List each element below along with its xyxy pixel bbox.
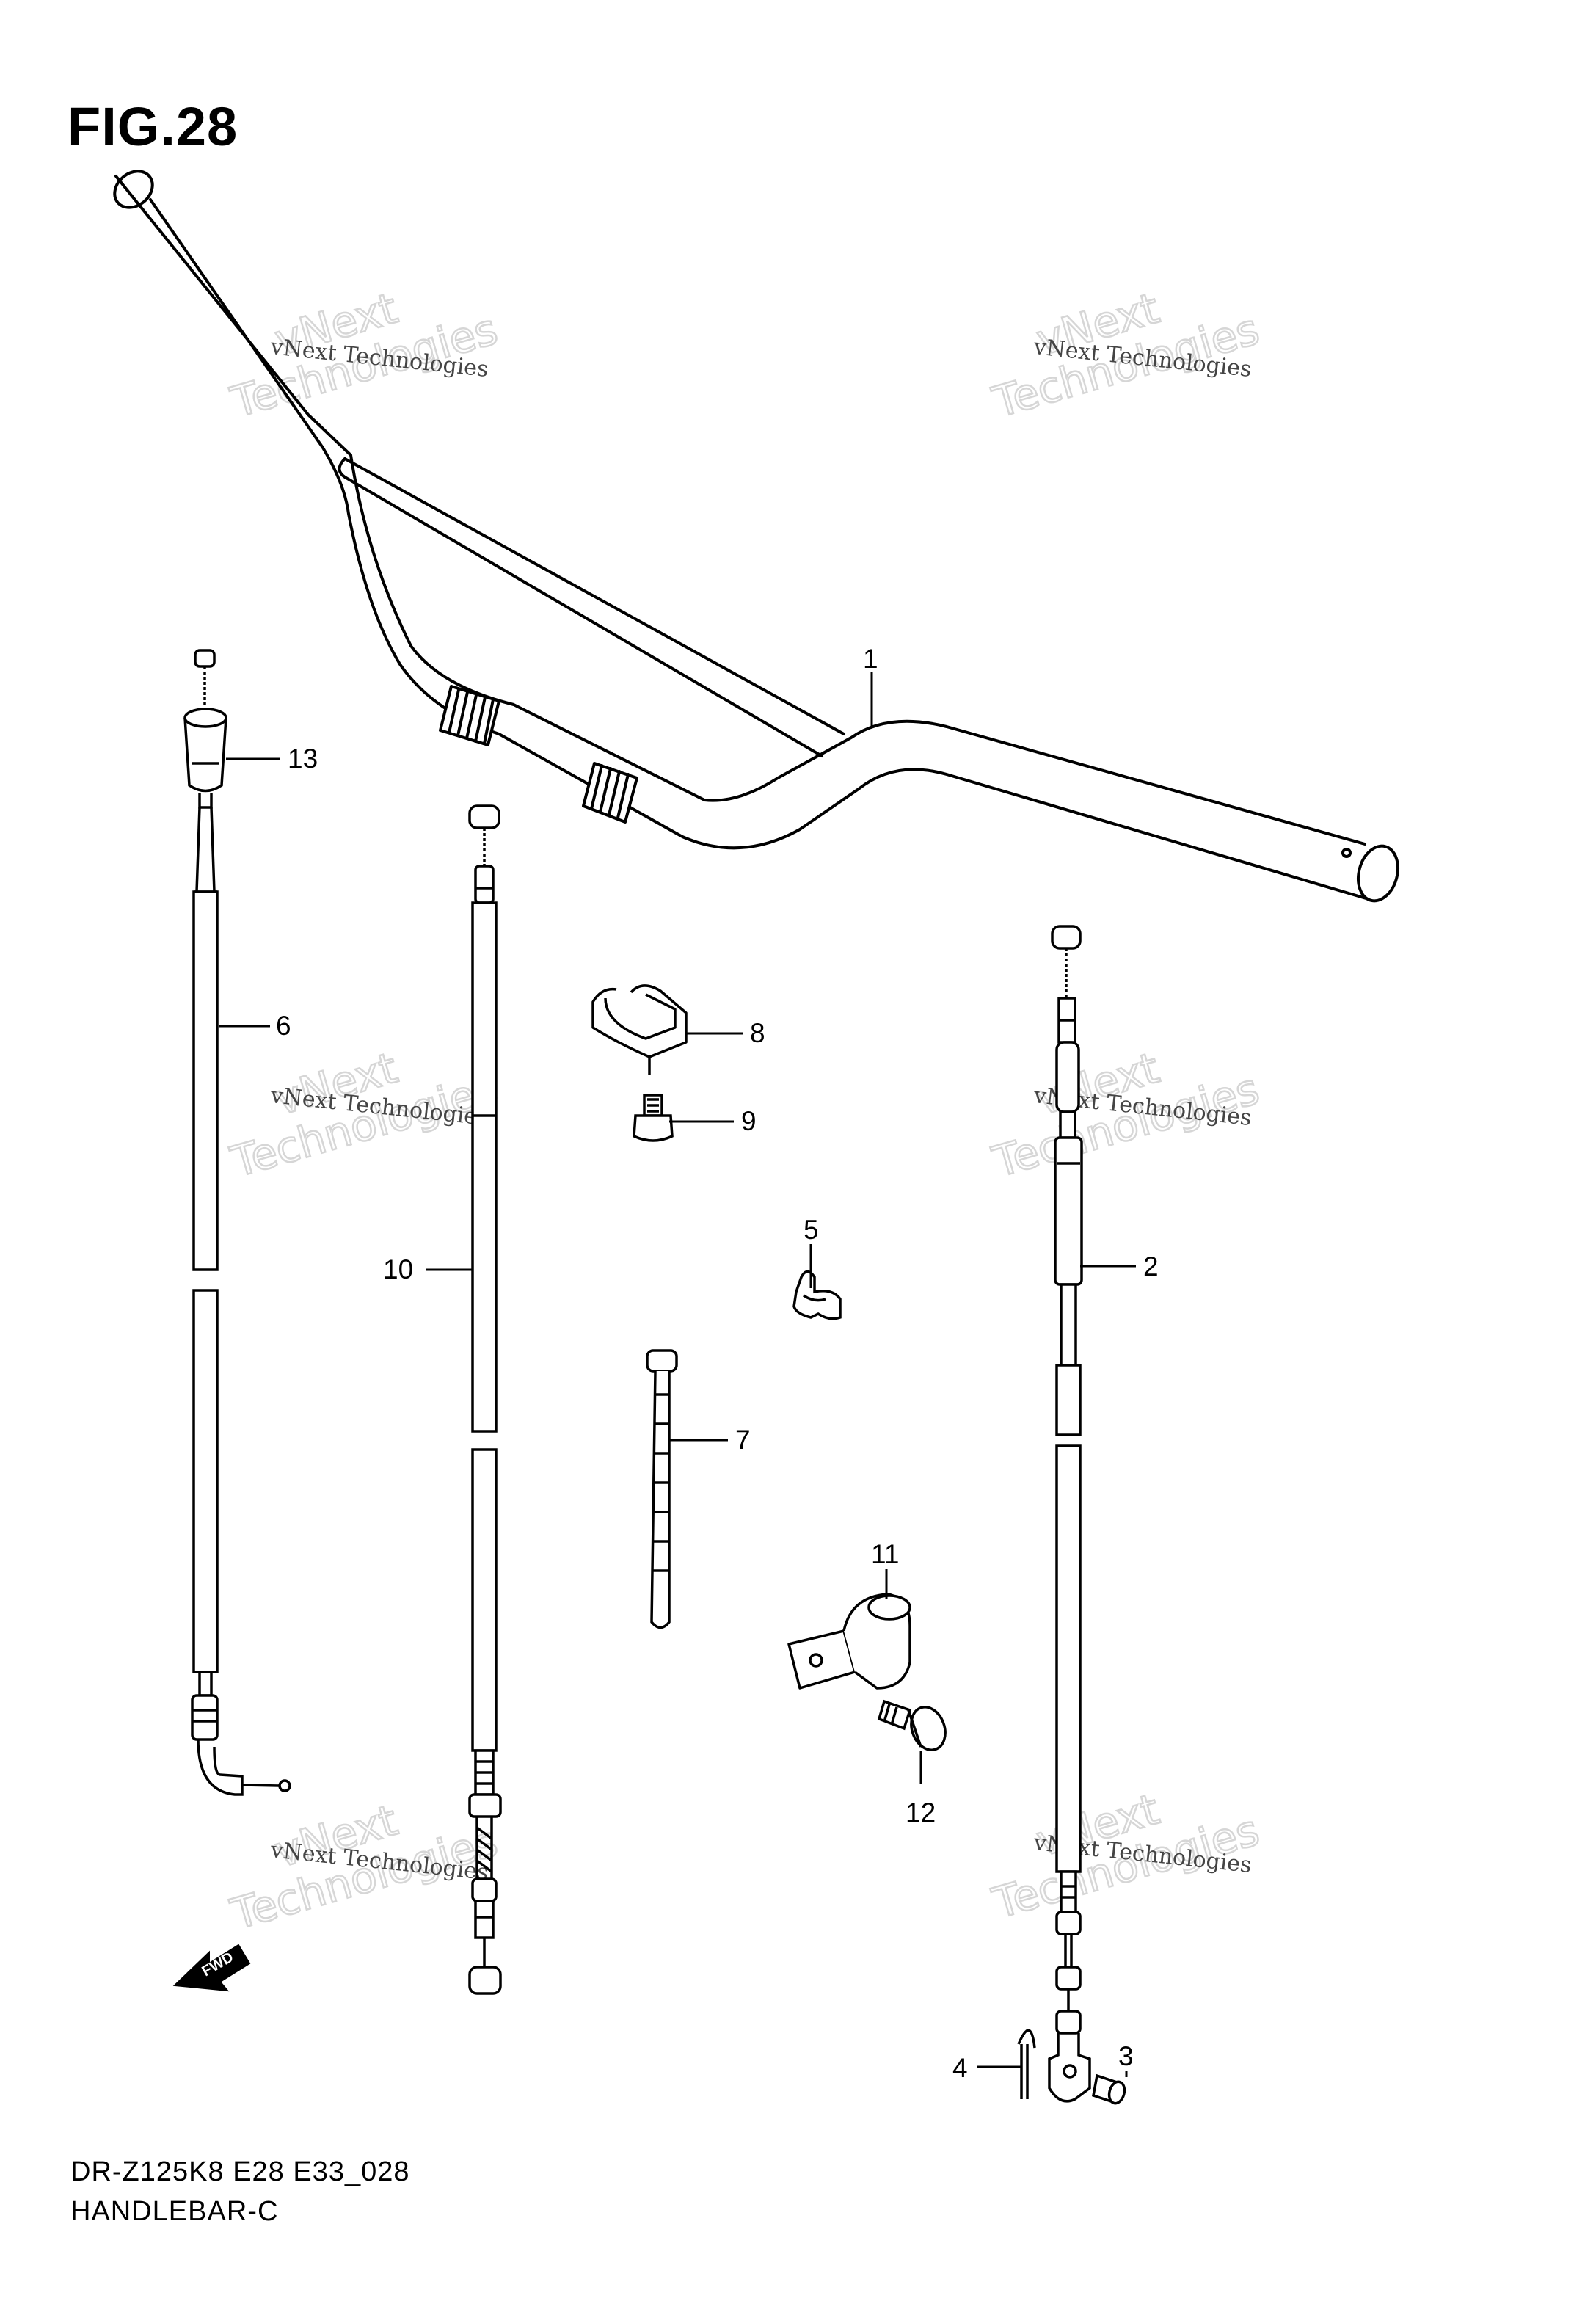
bolt xyxy=(877,1699,947,1751)
callout-9: 9 xyxy=(741,1106,757,1136)
fig-title: FIG.28 xyxy=(68,96,238,157)
knurl-band xyxy=(582,762,638,824)
cable-clamp xyxy=(792,1270,842,1320)
cable-end-cap xyxy=(183,708,227,809)
handlebar xyxy=(113,170,1399,903)
clutch-cable xyxy=(468,804,502,1995)
front-brake-cable xyxy=(1048,925,1091,2103)
callout-13: 13 xyxy=(288,744,318,774)
callout-10: 10 xyxy=(383,1254,413,1284)
pin xyxy=(1092,2073,1126,2105)
callout-11: 11 xyxy=(871,1539,899,1569)
callout-7: 7 xyxy=(735,1425,751,1455)
model-code: DR-Z125K8 E28 E33_028 xyxy=(70,2156,410,2187)
wire-guide xyxy=(591,984,688,1075)
fwd-arrow-icon: FWD xyxy=(172,1944,251,1992)
callout-5: 5 xyxy=(804,1215,819,1245)
bolt xyxy=(633,1094,674,1142)
callout-labels: 1 2 3 4 5 6 7 8 9 10 11 12 13 xyxy=(276,644,1159,2083)
watermark-group: vNext Technologies vNext Technologies vN… xyxy=(225,282,1265,1940)
section-title: HANDLEBAR-C xyxy=(70,2196,279,2227)
cotter-pin xyxy=(1017,2029,1036,2099)
callout-4: 4 xyxy=(952,2053,968,2083)
callout-1: 1 xyxy=(863,644,878,674)
callout-6: 6 xyxy=(276,1011,291,1041)
callout-8: 8 xyxy=(750,1018,765,1048)
callout-3: 3 xyxy=(1118,2041,1134,2071)
clamp-bracket xyxy=(787,1593,911,1690)
callout-2: 2 xyxy=(1143,1251,1159,1282)
knurl-band xyxy=(439,685,500,746)
callout-leaders xyxy=(219,672,1136,2077)
throttle-cable xyxy=(183,649,291,1796)
callout-12: 12 xyxy=(906,1797,936,1828)
cable-tie xyxy=(646,1349,678,1629)
